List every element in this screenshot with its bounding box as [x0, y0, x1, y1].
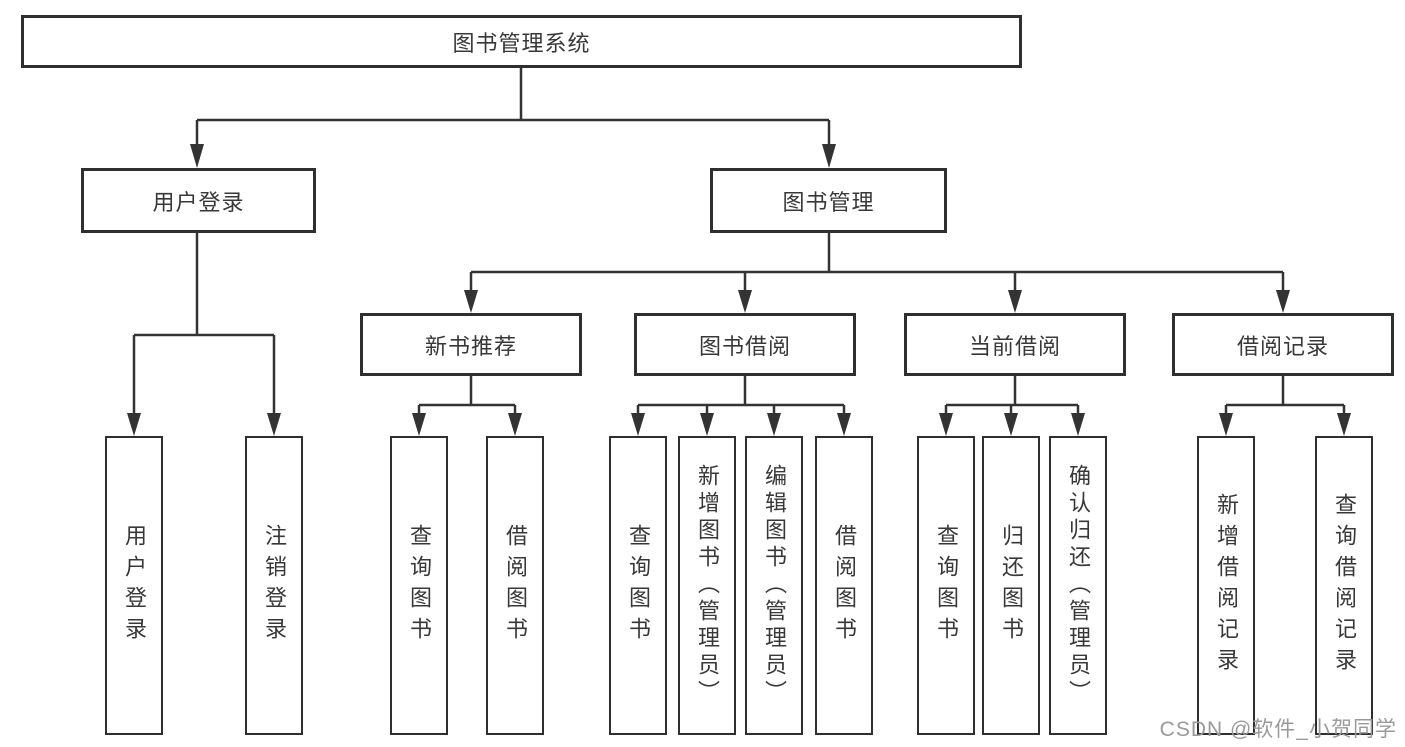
node-leaf-query-borrow-record: 查询借阅记录	[1315, 436, 1373, 735]
edge-borrow-record-group	[1224, 376, 1346, 418]
node-leaf-return-book: 归还图书	[982, 436, 1040, 735]
node-book-mgmt-label: 图书管理	[782, 189, 875, 215]
node-leaf-borrow-book-borrow: 借阅图书	[815, 436, 873, 735]
node-leaf-query-book-current-label: 查询图书	[934, 523, 959, 648]
node-leaf-borrow-book-borrow-label: 借阅图书	[832, 523, 857, 648]
node-user-login: 用户登录	[81, 168, 316, 233]
node-book-borrow-label: 图书借阅	[698, 333, 791, 359]
node-root-label: 图书管理系统	[452, 30, 591, 56]
edge-book-mgmt-group	[469, 233, 1285, 296]
node-book-mgmt: 图书管理	[710, 168, 947, 233]
node-leaf-add-book-admin-label: 新增图书（管理员）	[695, 464, 720, 707]
node-leaf-logout: 注销登录	[245, 436, 303, 735]
node-leaf-query-borrow-record-label: 查询借阅记录	[1332, 492, 1357, 679]
watermark: CSDN @软件_小贺同学	[1159, 718, 1397, 741]
node-leaf-query-book-borrow: 查询图书	[609, 436, 667, 735]
node-leaf-borrow-book-rec-label: 借阅图书	[503, 523, 528, 648]
node-leaf-add-borrow-record-label: 新增借阅记录	[1214, 492, 1239, 679]
node-leaf-user-login: 用户登录	[105, 436, 163, 735]
node-leaf-query-book-rec: 查询图书	[390, 436, 448, 735]
edge-root-stem	[195, 68, 831, 150]
node-borrow-record-label: 借阅记录	[1236, 333, 1329, 359]
edge-current-borrow-group	[944, 376, 1080, 418]
node-leaf-add-borrow-record: 新增借阅记录	[1197, 436, 1255, 735]
edge-user-login-group	[132, 233, 276, 418]
node-leaf-logout-label: 注销登录	[262, 523, 287, 648]
node-leaf-add-book-admin: 新增图书（管理员）	[678, 436, 736, 735]
node-leaf-confirm-return-admin: 确认归还（管理员）	[1049, 436, 1107, 735]
node-borrow-record: 借阅记录	[1172, 313, 1394, 376]
node-user-login-label: 用户登录	[152, 189, 245, 215]
node-leaf-edit-book-admin-label: 编辑图书（管理员）	[762, 464, 787, 707]
node-current-borrow-label: 当前借阅	[968, 333, 1061, 359]
node-new-book-rec-label: 新书推荐	[424, 333, 517, 359]
node-new-book-rec: 新书推荐	[360, 313, 582, 376]
node-current-borrow: 当前借阅	[904, 313, 1126, 376]
node-leaf-return-book-label: 归还图书	[999, 523, 1024, 648]
node-leaf-query-book-rec-label: 查询图书	[407, 523, 432, 648]
node-leaf-confirm-return-admin-label: 确认归还（管理员）	[1066, 464, 1091, 707]
node-leaf-borrow-book-rec: 借阅图书	[486, 436, 544, 735]
node-root: 图书管理系统	[21, 15, 1022, 68]
node-leaf-query-book-current: 查询图书	[917, 436, 975, 735]
edge-new-book-rec-group	[417, 376, 517, 418]
edge-book-borrow-group	[636, 376, 846, 418]
node-leaf-edit-book-admin: 编辑图书（管理员）	[745, 436, 803, 735]
node-book-borrow: 图书借阅	[634, 313, 856, 376]
node-leaf-user-login-label: 用户登录	[122, 523, 147, 648]
node-leaf-query-book-borrow-label: 查询图书	[626, 523, 651, 648]
